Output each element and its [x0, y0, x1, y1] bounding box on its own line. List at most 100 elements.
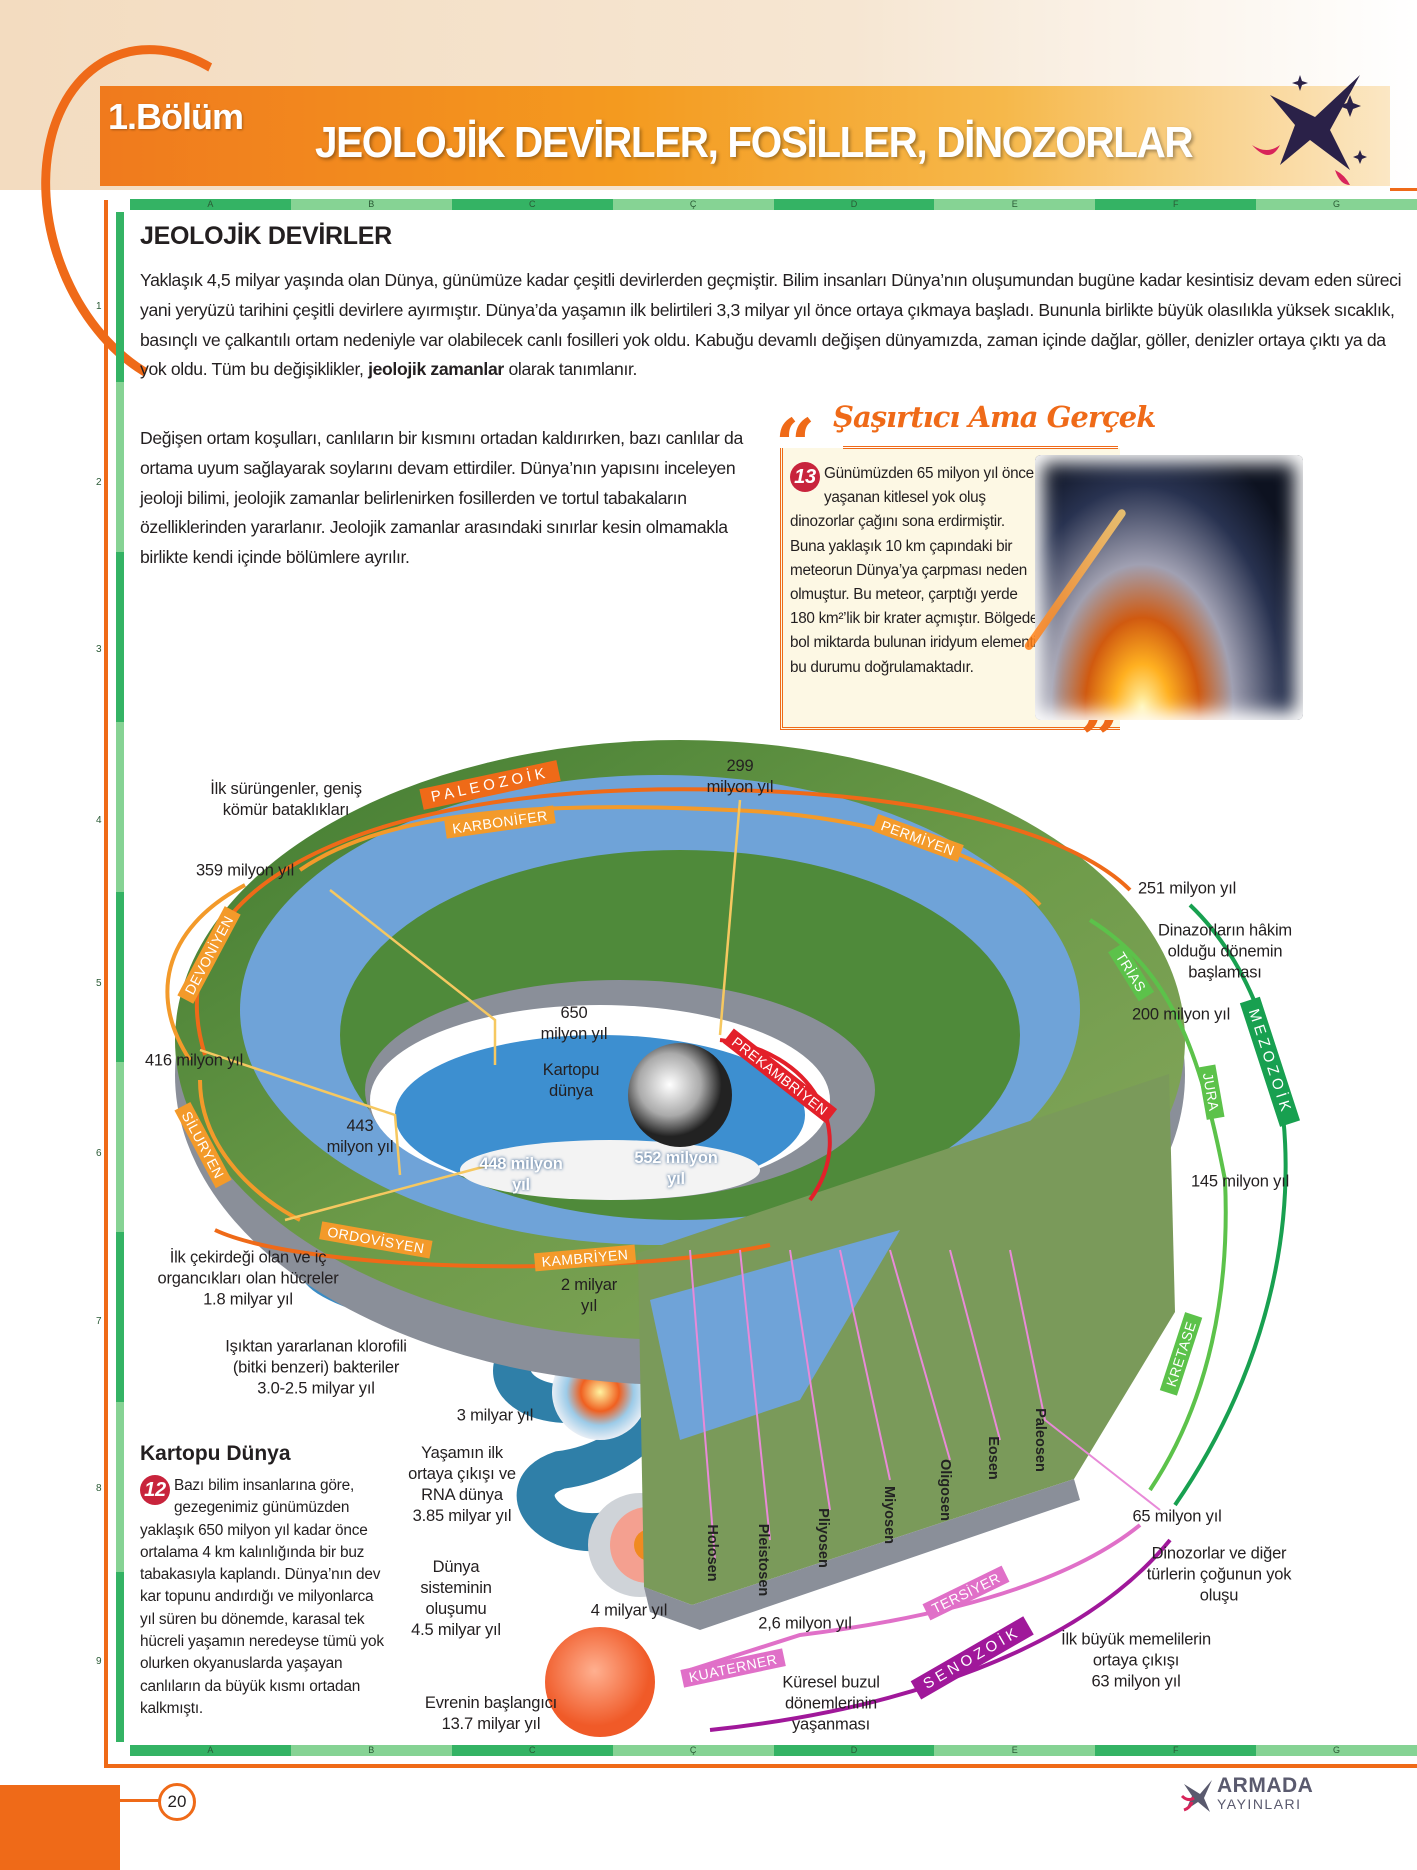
- grid-row-segment: [116, 1062, 124, 1232]
- grid-row-segment: [116, 722, 124, 892]
- grid-column-label: Ç: [612, 199, 774, 210]
- grid-row-segment: [116, 1572, 124, 1742]
- diagram-label: Yaşamın ilk ortaya çıkışı ve RNA dünya 3…: [408, 1444, 516, 1525]
- diagram-label: 3 milyar yıl: [456, 1406, 534, 1425]
- diagram-label: Dünya sisteminin oluşumu 4.5 milyar yıl: [411, 1558, 501, 1639]
- leader-lines: [199, 799, 742, 1222]
- bold-term: jeolojik zamanlar: [368, 359, 504, 380]
- rocket-icon: [1252, 75, 1367, 185]
- grid-row-label: 9: [96, 1656, 102, 1667]
- grid-column-label: D: [773, 199, 935, 210]
- grid-row-segment: [116, 1402, 124, 1572]
- devonian-silurian-arrow: [165, 883, 301, 1222]
- grid-row-label: 2: [96, 477, 102, 488]
- grid-column-label: A: [130, 199, 291, 210]
- chapter-title: JEOLOJİK DEVİRLER, FOSİLLER, DİNOZORLAR: [315, 118, 1194, 167]
- grid-row-label: 3: [96, 644, 102, 655]
- footer-corner-block: [0, 1785, 120, 1870]
- section-heading: JEOLOJİK DEVİRLER: [140, 222, 392, 250]
- carboniferous-permian-arrow: [298, 805, 1042, 907]
- diagram-label: 448 milyon yıl: [479, 1155, 563, 1194]
- footer-line: [100, 1799, 160, 1802]
- cenozoic-slab: [638, 1074, 1175, 1605]
- frame-line: [104, 1764, 1417, 1768]
- diagram-label: 416 milyon yıl: [144, 1051, 244, 1070]
- diagram-label: Dinozorlar ve diğer türlerin çoğunun yok…: [1146, 1544, 1292, 1605]
- cenozoic-arrow: [709, 1538, 1172, 1732]
- callout-number-badge: 13: [790, 462, 820, 492]
- chapter-label: 1.Bölüm: [108, 96, 244, 137]
- diagram-label: 65 milyon yıl: [1132, 1507, 1222, 1526]
- snowball-number-badge: 12: [140, 1475, 170, 1505]
- diagram-label: 299 milyon yıl: [706, 757, 774, 796]
- diagram-label: 200 milyon yıl: [1131, 1005, 1231, 1024]
- grid-column-label: E: [934, 1745, 1096, 1756]
- diagram-label: Kartopu dünya: [542, 1061, 600, 1100]
- grid-column-label: A: [130, 1745, 291, 1756]
- epoch-label: Miyosen: [881, 1485, 897, 1545]
- grid-row-segment: [116, 552, 124, 722]
- diagram-label: Dinazorların hâkim olduğu dönemin başlam…: [1158, 921, 1292, 982]
- diagram-label: 4 milyar yıl: [590, 1601, 668, 1620]
- diagram-label: 359 milyon yıl: [195, 861, 295, 880]
- grid-row-label: 6: [96, 1148, 102, 1159]
- jurassic-cretaceous-arrow: [1088, 918, 1228, 1492]
- diagram-label: 552 milyon yıl: [634, 1149, 718, 1188]
- epoch-label: Eosen: [985, 1436, 1001, 1480]
- grid-column-label: F: [1095, 1745, 1257, 1756]
- epoch-label: Paleosen: [1032, 1408, 1048, 1472]
- grid-column-label: F: [1095, 199, 1257, 210]
- grid-column-label: B: [290, 1745, 452, 1756]
- grid-row-label: 1: [96, 301, 102, 312]
- grid-column-label: G: [1256, 1745, 1417, 1756]
- grid-column-label: D: [773, 1745, 935, 1756]
- meteor-impact-image: [1035, 455, 1303, 720]
- universe-origin-image: [545, 1627, 655, 1737]
- diagram-label: Işıktan yararlanan klorofili (bitki benz…: [225, 1337, 407, 1398]
- diagram-label: 2 milyar yıl: [560, 1276, 618, 1315]
- epoch-label: Pliyosen: [815, 1508, 831, 1568]
- grid-row-segment: [116, 1232, 124, 1402]
- snowball-body: Bazı bilim insanlarına göre, gezegenimiz…: [140, 1477, 384, 1717]
- page-number: 20: [158, 1783, 196, 1821]
- publisher-name: ARMADA: [1217, 1774, 1314, 1797]
- grid-row-segment: [116, 382, 124, 552]
- epoch-label: Holosen: [704, 1524, 720, 1582]
- tertiary-quaternary-arrow: [689, 1523, 1142, 1672]
- ordovician-cambrian-arrow: [214, 1228, 771, 1269]
- diagram-label: İlk sürüngenler, geniş kömür bataklıklar…: [210, 780, 362, 819]
- epoch-label: Pleistosen: [755, 1523, 771, 1597]
- grid-row-label: 8: [96, 1483, 102, 1494]
- epoch-label: Oligosen: [937, 1458, 953, 1522]
- paragraph-text: Yaklaşık 4,5 milyar yaşında olan Dünya, …: [140, 270, 1402, 380]
- diagram-label: 2,6 milyon yıl: [758, 1614, 852, 1633]
- diagram-label: İlk çekirdeği olan ve iç organcıkları ol…: [157, 1248, 339, 1309]
- mesozoic-arrow: [1173, 903, 1288, 1507]
- callout-title: Şaşırtıcı Ama Gerçek: [833, 400, 1156, 434]
- grid-column-label: E: [934, 199, 1096, 210]
- snowball-earth-image: [628, 1043, 732, 1147]
- diagram-label: 145 milyon yıl: [1190, 1172, 1290, 1191]
- callout-divider: [843, 446, 1118, 451]
- grid-row-segment: [116, 212, 124, 382]
- grid-column-label: C: [451, 1745, 613, 1756]
- grid-column-label: G: [1256, 199, 1417, 210]
- frame-line: [1390, 188, 1417, 191]
- grid-row-label: 7: [96, 1316, 102, 1327]
- grid-column-label: B: [290, 199, 452, 210]
- grid-row-label: 4: [96, 815, 102, 826]
- paragraph-text: olarak tanımlanır.: [503, 359, 638, 380]
- grid-column-label: Ç: [612, 1745, 774, 1756]
- grid-row-segment: [116, 892, 124, 1062]
- diagram-label: Küresel buzul dönemlerinin yaşanması: [782, 1673, 880, 1734]
- chapter-banner: [100, 86, 1390, 186]
- epoch-lines: [689, 1249, 1161, 1561]
- diagram-label: 650 milyon yıl: [540, 1004, 608, 1043]
- diagram-label: Evrenin başlangıcı 13.7 milyar yıl: [424, 1694, 558, 1733]
- callout-body: Günümüzden 65 milyon yıl önce yaşanan ki…: [790, 465, 1039, 676]
